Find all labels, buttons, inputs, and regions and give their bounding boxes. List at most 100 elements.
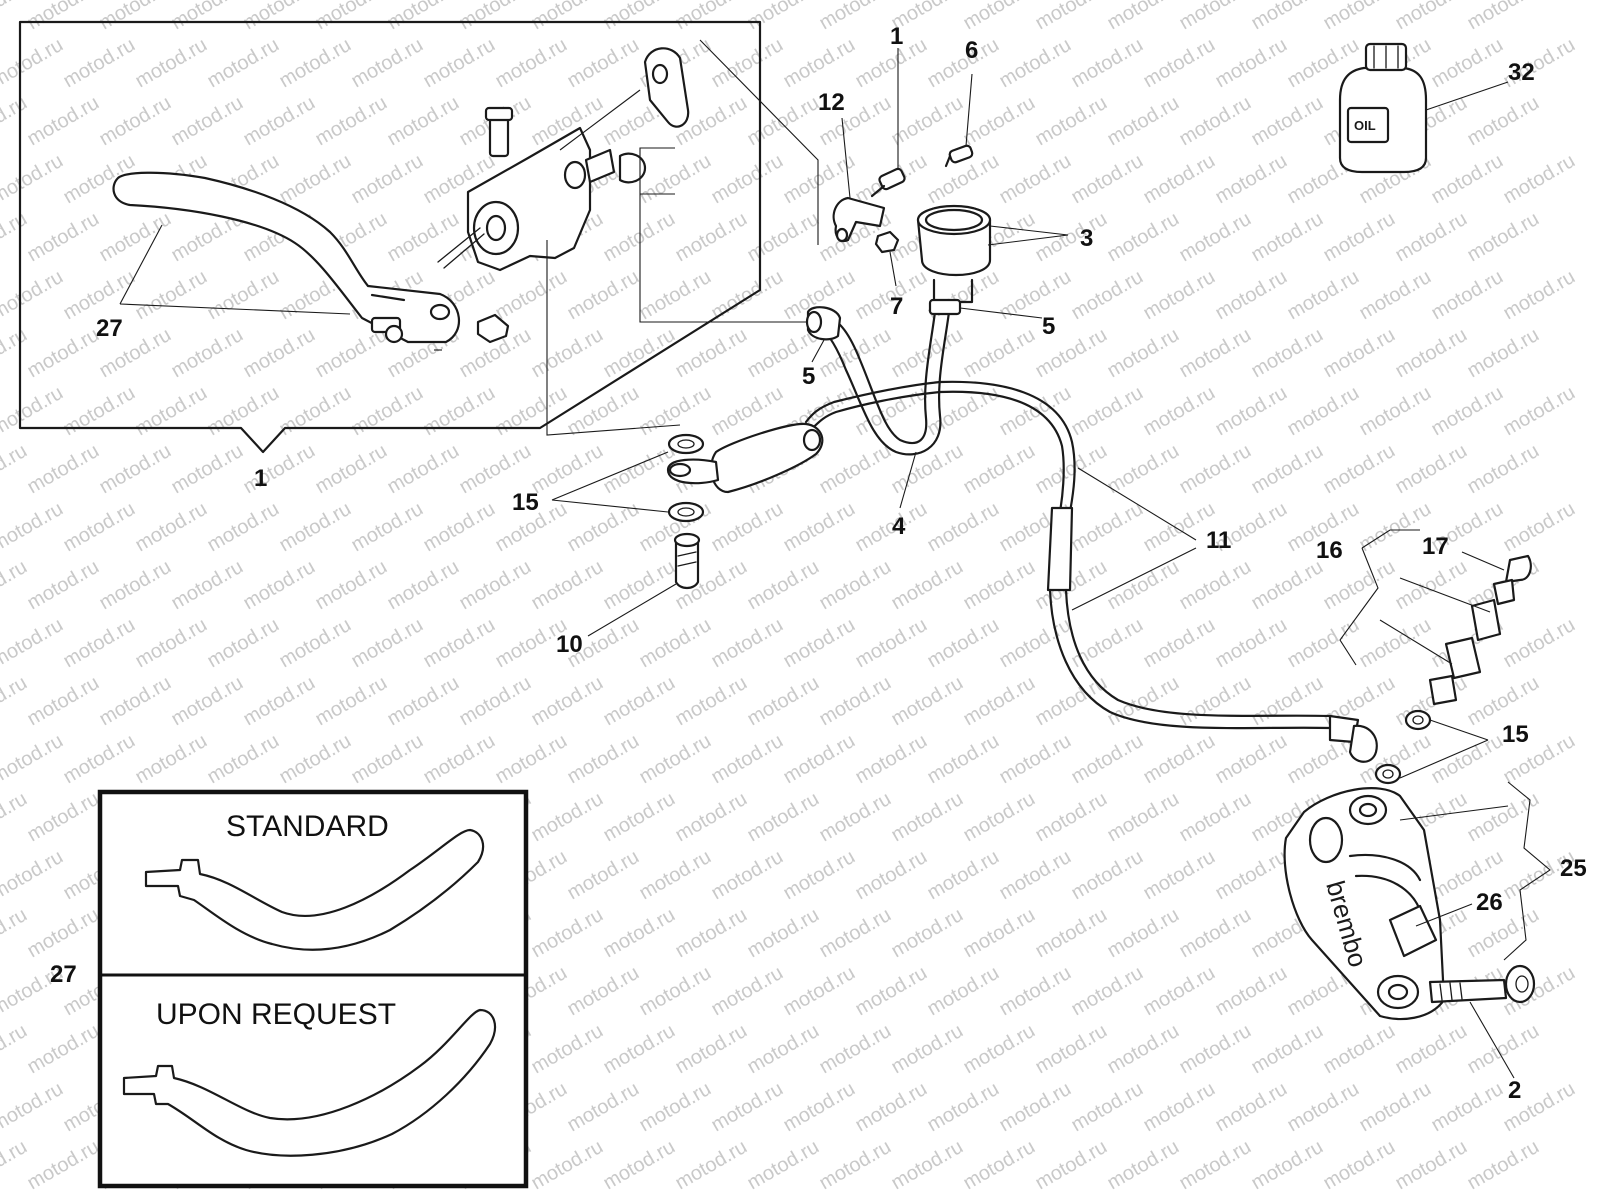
watermark-text: motod.ru xyxy=(1248,440,1327,499)
watermark-text: motod.ru xyxy=(492,730,571,789)
watermark-text: motod.ru xyxy=(276,1194,355,1200)
watermark-text: motod.ru xyxy=(744,1136,823,1195)
watermark-text: motod.ru xyxy=(96,208,175,267)
watermark-text: motod.ru xyxy=(1176,1020,1255,1079)
watermark-text: motod.ru xyxy=(1212,382,1291,441)
watermark-text: motod.ru xyxy=(1500,1194,1579,1200)
watermark-text: motod.ru xyxy=(1320,1020,1399,1079)
watermark-text: motod.ru xyxy=(1104,0,1183,34)
watermark-text: motod.ru xyxy=(636,614,715,673)
watermark-text: motod.ru xyxy=(924,730,1003,789)
bracket-part-12 xyxy=(832,117,886,243)
watermark-text: motod.ru xyxy=(0,846,67,905)
watermark-text: motod.ru xyxy=(384,440,463,499)
watermark-text: motod.ru xyxy=(960,0,1039,34)
watermark-text: motod.ru xyxy=(1500,150,1579,209)
watermark-text: motod.ru xyxy=(420,382,499,441)
watermark-text: motod.ru xyxy=(564,34,643,93)
watermark-text: motod.ru xyxy=(1176,788,1255,847)
watermark-text: motod.ru xyxy=(1104,788,1183,847)
watermark-text: motod.ru xyxy=(1464,92,1543,151)
watermark-text: motod.ru xyxy=(348,382,427,441)
watermark-text: motod.ru xyxy=(348,150,427,209)
watermark-text: motod.ru xyxy=(1212,1078,1291,1137)
watermark-text: motod.ru xyxy=(1104,92,1183,151)
watermark-text: motod.ru xyxy=(1068,266,1147,325)
watermark-text: motod.ru xyxy=(780,498,859,557)
watermark-text: motod.ru xyxy=(168,92,247,151)
watermark-text: motod.ru xyxy=(1428,34,1507,93)
watermark-text: motod.ru xyxy=(1356,382,1435,441)
watermark-text: motod.ru xyxy=(1392,556,1471,615)
watermark-text: motod.ru xyxy=(0,382,67,441)
callout-17: 17 xyxy=(1422,533,1449,560)
watermark-text: motod.ru xyxy=(708,614,787,673)
watermark-text: motod.ru xyxy=(276,382,355,441)
watermark-text: motod.ru xyxy=(132,266,211,325)
watermark-text: motod.ru xyxy=(0,266,67,325)
watermark-text: motod.ru xyxy=(60,34,139,93)
watermark-text: motod.ru xyxy=(0,614,67,673)
watermark-text: motod.ru xyxy=(1176,556,1255,615)
watermark-text: motod.ru xyxy=(60,498,139,557)
watermark-text: motod.ru xyxy=(636,1078,715,1137)
watermark-text: motod.ru xyxy=(924,962,1003,1021)
watermark-text: motod.ru xyxy=(24,0,103,34)
watermark-text: motod.ru xyxy=(780,1078,859,1137)
watermark-text: motod.ru xyxy=(1320,556,1399,615)
watermark-text: motod.ru xyxy=(672,0,751,34)
banjo-union-left xyxy=(551,422,824,637)
watermark-text: motod.ru xyxy=(168,440,247,499)
master-cylinder-body xyxy=(437,106,647,344)
watermark-text: motod.ru xyxy=(816,556,895,615)
fluid-reservoir xyxy=(916,204,1069,304)
watermark-text: motod.ru xyxy=(24,672,103,731)
watermark-text: motod.ru xyxy=(744,788,823,847)
standard-lever-shape xyxy=(144,828,485,951)
watermark-text: motod.ru xyxy=(672,904,751,963)
watermark-text: motod.ru xyxy=(816,1136,895,1195)
watermark-text: motod.ru xyxy=(0,34,67,93)
callout-25: 25 xyxy=(1560,855,1587,882)
watermark-text: motod.ru xyxy=(960,904,1039,963)
watermark-text: motod.ru xyxy=(888,1020,967,1079)
watermark-text: motod.ru xyxy=(744,92,823,151)
watermark-text: motod.ru xyxy=(0,208,31,267)
assembly-leaders xyxy=(119,39,819,436)
watermark-text: motod.ru xyxy=(708,498,787,557)
watermark-text: motod.ru xyxy=(0,92,31,151)
watermark-text: motod.ru xyxy=(1140,1194,1219,1200)
watermark-text: motod.ru xyxy=(744,1020,823,1079)
watermark-text: motod.ru xyxy=(168,556,247,615)
watermark-text: motod.ru xyxy=(24,788,103,847)
watermark-text: motod.ru xyxy=(708,846,787,905)
callout-15-left: 15 xyxy=(512,489,539,516)
watermark-text: motod.ru xyxy=(960,788,1039,847)
watermark-text: motod.ru xyxy=(276,150,355,209)
oil-bottle xyxy=(1338,42,1509,174)
watermark-text: motod.ru xyxy=(1032,904,1111,963)
watermark-text: motod.ru xyxy=(1032,0,1111,34)
watermark-text: motod.ru xyxy=(168,0,247,34)
watermark-text: motod.ru xyxy=(0,1020,31,1079)
callout-4: 4 xyxy=(892,513,906,540)
caliper-bolt-part-2 xyxy=(1428,964,1536,1079)
watermark-text: motod.ru xyxy=(960,1136,1039,1195)
watermark-text: motod.ru xyxy=(24,324,103,383)
watermark-text: motod.ru xyxy=(1464,788,1543,847)
watermark-text: motod.ru xyxy=(996,846,1075,905)
watermark-text: motod.ru xyxy=(564,266,643,325)
watermark-text: motod.ru xyxy=(960,440,1039,499)
screw-part-6 xyxy=(944,73,974,168)
callout-7: 7 xyxy=(890,293,903,320)
watermark-text: motod.ru xyxy=(492,34,571,93)
watermark-text: motod.ru xyxy=(744,904,823,963)
watermark-text: motod.ru xyxy=(312,92,391,151)
watermark-text: motod.ru xyxy=(1140,962,1219,1021)
watermark-text: motod.ru xyxy=(1032,440,1111,499)
watermark-text: motod.ru xyxy=(348,498,427,557)
watermark-text: motod.ru xyxy=(1500,614,1579,673)
watermark-text: motod.ru xyxy=(996,1194,1075,1200)
watermark-text: motod.ru xyxy=(1464,1020,1543,1079)
